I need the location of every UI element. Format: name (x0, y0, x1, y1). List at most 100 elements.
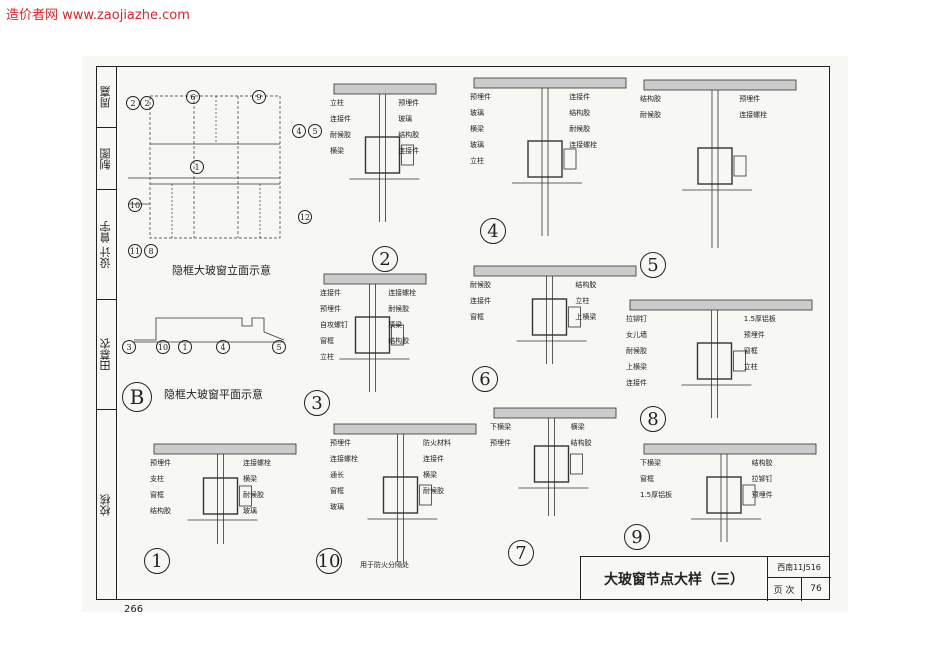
detail-drawing (323, 273, 427, 392)
callout-label: 耐候胶 (388, 305, 410, 313)
detail-note: 用于防火分隔处 (360, 561, 409, 569)
page-label: 页 次 (767, 577, 802, 601)
callout-label: 结构胶 (570, 439, 592, 447)
callout-label: 结构胶 (569, 109, 591, 117)
detail-4: 预埋件连接件玻璃结构胶横梁耐候胶玻璃连接螺栓立柱 (470, 74, 630, 244)
callout-label: 横梁 (570, 423, 585, 431)
detail-2: 立柱预埋件连接件玻璃耐候胶结构胶横梁连接件 (330, 80, 440, 230)
elevation-marker: 6 (186, 90, 200, 104)
elevation-marker: 12 (298, 210, 312, 224)
signature-cell: 设计 曾宇 (96, 190, 116, 300)
callout-label: 玻璃 (470, 109, 484, 117)
detail-drawing (333, 83, 437, 222)
callout-label: 耐候胶 (243, 491, 264, 499)
detail-drawing (153, 443, 297, 544)
plan-marker: 4 (216, 340, 230, 354)
detail-drawing (643, 79, 797, 248)
callout-label: 立柱 (320, 353, 334, 361)
detail-number: 2 (372, 246, 398, 272)
callout-label: 玻璃 (398, 115, 413, 123)
plan-marker: 3 (122, 340, 136, 354)
callout-label: 连接螺栓 (243, 459, 271, 467)
callout-label: 结构胶 (640, 95, 661, 103)
title-block: 大玻窗节点大样（三） 西南11J516 页 次 76 (580, 556, 831, 601)
drawing-title: 大玻窗节点大样（三） (581, 557, 768, 601)
callout-label: 预埋件 (470, 93, 491, 101)
signature-cell: 校核 (96, 410, 116, 600)
drawing-frame (96, 66, 830, 600)
signature-cell: 制图 (96, 128, 116, 190)
plan-marker: 1 (178, 340, 192, 354)
callout-label: 耐候胶 (569, 125, 591, 133)
callout-label: 结构胶 (388, 337, 410, 345)
atlas-code: 西南11J516 (767, 557, 831, 578)
elevation-marker: 4 (292, 124, 306, 138)
callout-label: 拉铆钉 (751, 475, 773, 483)
callout-label: 预埋件 (330, 439, 351, 447)
callout-label: 连接螺栓 (388, 289, 417, 297)
signature-text: 制图 (99, 147, 112, 170)
callout-label: 预埋件 (320, 305, 341, 313)
callout-label: 连接件 (470, 297, 491, 305)
detail-number: 1 (144, 548, 170, 574)
detail-5: 结构胶预埋件耐候胶连接螺栓 (640, 76, 800, 256)
callout-label: 连接件 (423, 455, 444, 463)
elevation-caption: 隐框大玻窗立面示意 (172, 264, 271, 277)
callout-label: 窗框 (743, 347, 758, 355)
callout-label: 拉铆钉 (626, 315, 647, 323)
callout-label: 预埋件 (743, 331, 765, 339)
callout-label: 耐候胶 (640, 111, 661, 119)
callout-label: 结构胶 (575, 281, 597, 289)
plan-caption: 隐框大玻窗平面示意 (164, 388, 263, 401)
callout-label: 立柱 (330, 99, 344, 107)
detail-number: 7 (508, 540, 534, 566)
callout-label: 立柱 (470, 157, 484, 165)
callout-label: 结构胶 (751, 459, 773, 467)
callout-label: 上横梁 (626, 363, 647, 371)
signature-text: 周嘉 (99, 85, 112, 108)
watermark: 造价者网 www.zaojiazhe.com (6, 8, 190, 23)
detail-number: 4 (480, 218, 506, 244)
detail-drawing (629, 299, 813, 418)
callout-label: 通长 (330, 471, 344, 479)
detail-7: 下横梁横梁预埋件结构胶 (490, 404, 620, 524)
signature-text: 田慕农 (99, 338, 112, 371)
callout-label: 立柱 (575, 297, 590, 305)
plan-diagram (134, 317, 285, 343)
signature-cell: 周嘉 (96, 66, 116, 128)
sheet-page-number: 76 (810, 584, 822, 594)
detail-number: 8 (640, 406, 666, 432)
detail-drawing (333, 423, 477, 562)
callout-label: 窗框 (330, 487, 344, 495)
signature-text: 校核 (99, 493, 112, 516)
book-page-number: 266 (124, 604, 144, 615)
callout-label: 预埋件 (398, 99, 420, 107)
callout-label: 横梁 (423, 471, 437, 479)
signature-cell: 田慕农 (96, 300, 116, 410)
callout-label: 1.5厚铝板 (743, 315, 776, 323)
elevation-marker: 11 (128, 244, 142, 258)
callout-label: 连接件 (569, 93, 591, 101)
elevation-marker: 2 (140, 96, 154, 110)
callout-label: 橫梁 (388, 321, 403, 329)
callout-label: 横梁 (330, 147, 344, 155)
callout-label: 支柱 (150, 475, 164, 483)
callout-label: 下横梁 (640, 459, 661, 467)
callout-label: 玻璃 (470, 141, 484, 149)
callout-label: 连接件 (398, 147, 420, 155)
callout-label: 连接螺栓 (330, 455, 358, 463)
callout-label: 立柱 (743, 363, 758, 371)
elevation-marker: 2 (126, 96, 140, 110)
detail-number: 5 (640, 252, 666, 278)
callout-label: 连接件 (330, 115, 351, 123)
elevation-marker: 10 (128, 198, 142, 212)
callout-label: 结构胶 (150, 507, 171, 515)
callout-label: 女儿墙 (626, 331, 647, 339)
callout-label: 自攻螺钉 (320, 321, 348, 329)
callout-label: 连接件 (320, 289, 341, 297)
detail-number: 9 (624, 524, 650, 550)
callout-label: 上横梁 (575, 313, 597, 321)
detail-number: 3 (304, 390, 330, 416)
detail-drawing (643, 443, 817, 542)
